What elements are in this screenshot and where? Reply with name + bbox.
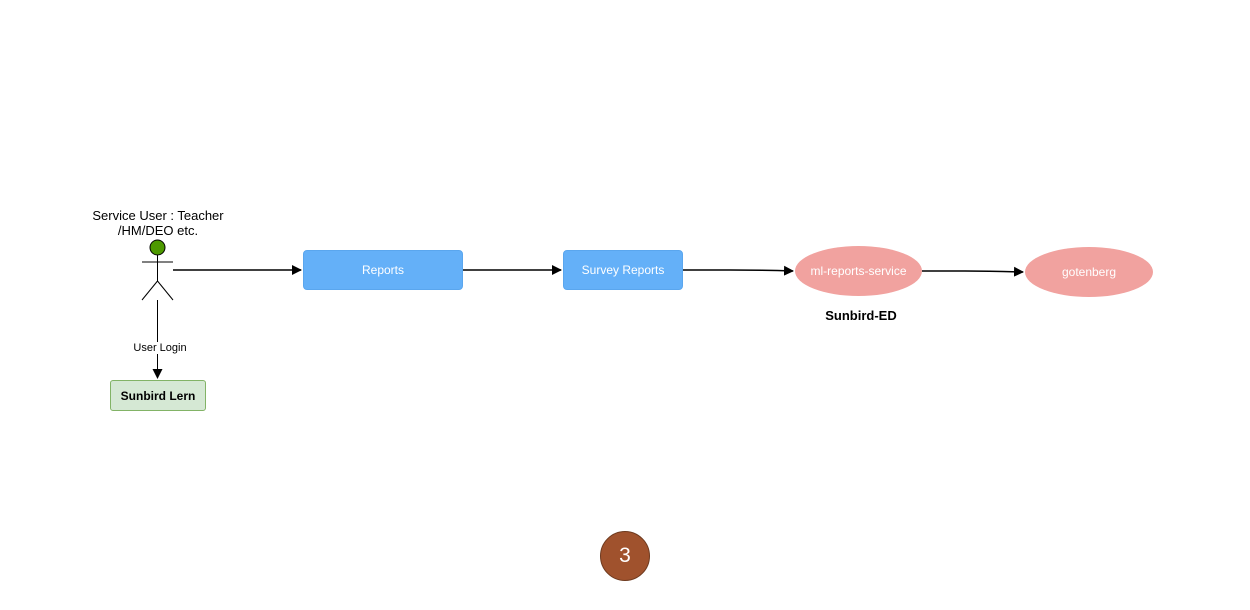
actor-right-leg: [157, 280, 174, 301]
sunbird-ed-label: Sunbird-ED: [825, 308, 897, 323]
actor-figure[interactable]: [141, 239, 174, 301]
actor-left-leg: [141, 280, 158, 301]
reports-node[interactable]: Reports: [303, 250, 463, 290]
actor-label-line2: /HM/DEO etc.: [117, 223, 199, 238]
actor-label: Service User : Teacher /HM/DEO etc.: [78, 208, 238, 238]
edge-mlreports-to-gotenberg: [922, 266, 1024, 277]
actor-label-line1: Service User : Teacher: [92, 208, 224, 223]
actor-head: [149, 239, 166, 256]
sunbird-lern-node[interactable]: Sunbird Lern: [110, 380, 206, 411]
ml-reports-service-node[interactable]: ml-reports-service: [795, 246, 922, 296]
edge-survey-to-mlreports: [683, 265, 794, 276]
gotenberg-node[interactable]: gotenberg: [1025, 247, 1153, 297]
page-number-badge: 3: [600, 531, 650, 581]
survey-reports-node[interactable]: Survey Reports: [563, 250, 683, 290]
user-login-label: User Login: [120, 342, 200, 354]
